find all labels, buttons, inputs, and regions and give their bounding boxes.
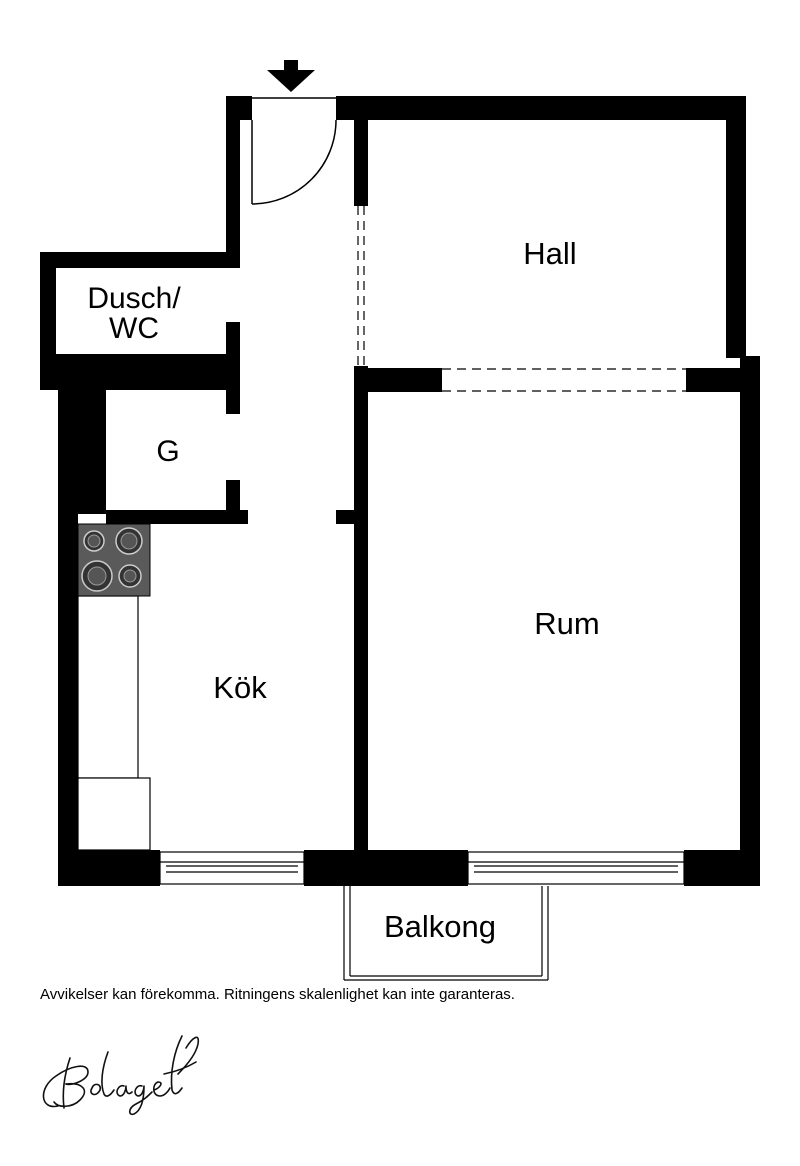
stove-icon xyxy=(77,523,151,597)
room-label-hall: Hall xyxy=(523,236,576,271)
kitchen-window xyxy=(159,851,305,885)
entrance-arrow-icon xyxy=(267,60,315,92)
room-label-rum: Rum xyxy=(534,606,599,641)
entrance-door xyxy=(251,97,337,205)
room-label-garderob: G xyxy=(156,435,179,468)
exterior-walls xyxy=(40,96,760,886)
room-label-kok: Kök xyxy=(213,670,267,705)
room-label-balkong: Balkong xyxy=(384,909,496,944)
interior-walls xyxy=(106,120,746,852)
room-label-dusch-wc-line1: Dusch/ xyxy=(87,282,181,315)
bolaget-logo xyxy=(42,1035,200,1116)
balcony-door-window xyxy=(467,851,685,885)
open-passages xyxy=(357,206,686,392)
balcony-outline xyxy=(343,886,549,981)
room-label-dusch-wc-line2: WC xyxy=(109,312,159,345)
disclaimer-text: Avvikelser kan förekomma. Ritningens ska… xyxy=(40,986,515,1003)
kitchen-counter xyxy=(77,595,151,851)
